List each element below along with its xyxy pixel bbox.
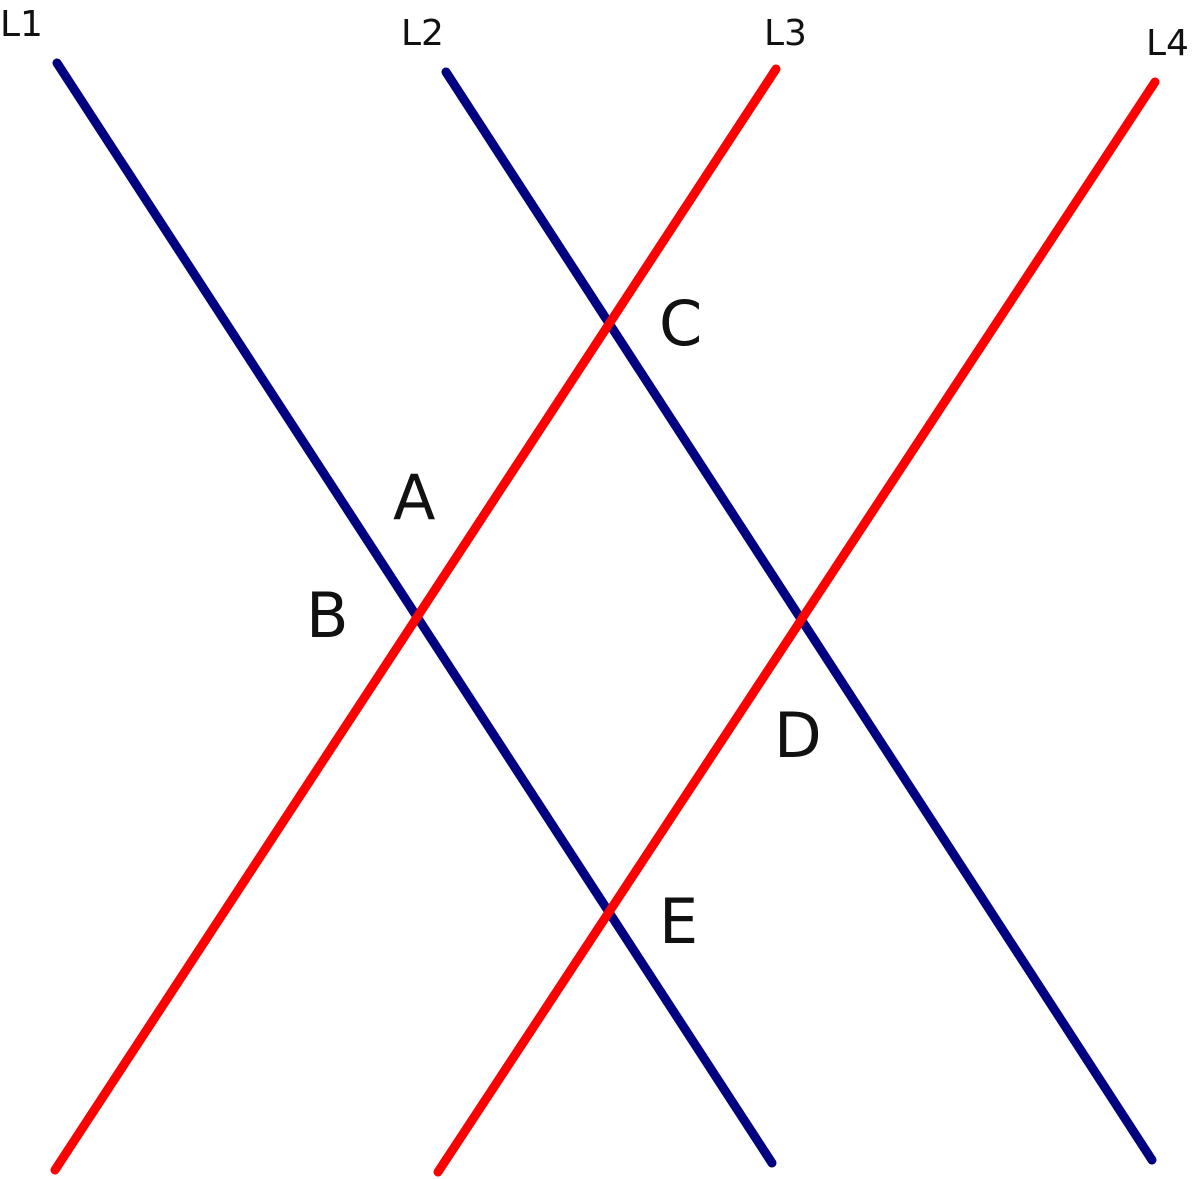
line-label-l2: L2 — [401, 13, 444, 54]
point-label-e: E — [659, 885, 698, 958]
line-l3 — [50, 64, 781, 1175]
lines-group — [50, 58, 1160, 1177]
point-label-c: C — [659, 287, 702, 360]
point-labels-group: A B C D E — [306, 287, 822, 958]
line-l4 — [433, 77, 1160, 1177]
point-label-d: D — [774, 699, 822, 772]
line-label-l1: L1 — [0, 4, 43, 45]
point-label-a: A — [393, 461, 435, 534]
line-label-l4: L4 — [1146, 23, 1189, 64]
line-label-l3: L3 — [764, 13, 807, 54]
point-label-b: B — [306, 579, 349, 652]
line-labels-group: L1 L2 L3 L4 — [0, 4, 1189, 64]
